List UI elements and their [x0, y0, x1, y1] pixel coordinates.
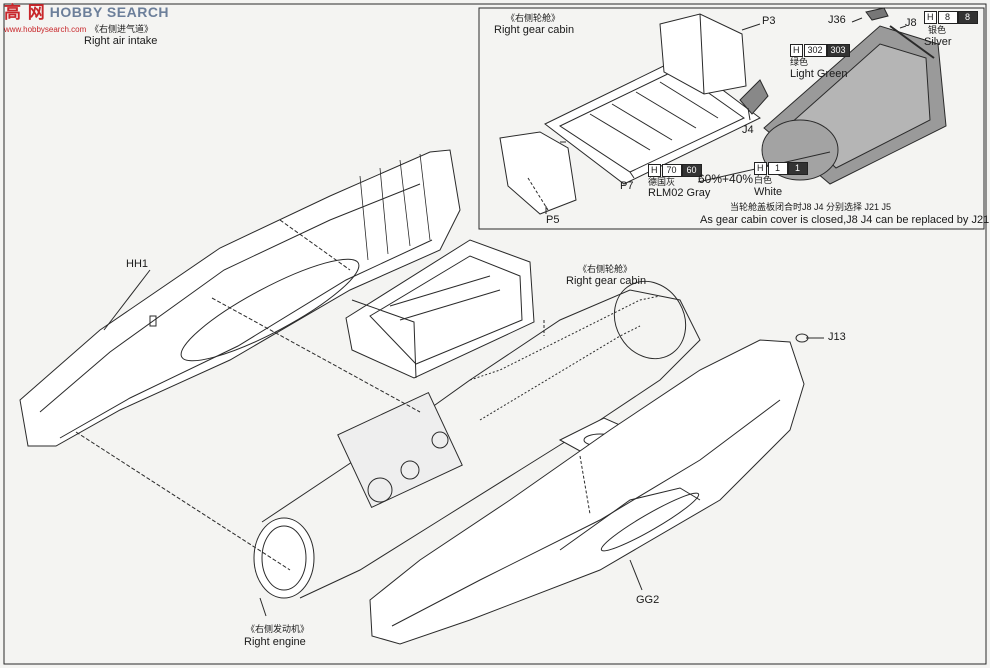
label-hh1: HH1: [126, 258, 149, 270]
label-p7: P7: [620, 180, 634, 192]
intake-caption-en: Right air intake: [84, 35, 158, 47]
rod-j8: [889, 25, 935, 59]
fuselage-gg2: [369, 339, 805, 645]
note-en: As gear cabin cover is closed,J8 J4 can …: [700, 214, 990, 226]
page-border: [3, 3, 987, 665]
inset-box: [478, 7, 985, 230]
silver-cn: 银色: [928, 25, 947, 35]
light-green-en: Light Green: [790, 68, 848, 80]
paint-code-white: H 1 1: [754, 162, 808, 175]
label-p5: P5: [546, 214, 560, 226]
watermark-logo: 高 网: [4, 3, 46, 22]
note-cn: 当轮舱盖板闭合时J8 J4 分别选择 J21 J5: [730, 202, 892, 212]
intake-caption-cn: 《右侧进气道》: [90, 24, 154, 34]
gray-en: RLM02 Gray: [648, 187, 711, 199]
hook-j36: [865, 7, 889, 21]
label-j13: J13: [828, 331, 846, 343]
label-gg2: GG2: [636, 594, 660, 606]
gear-inset-caption-en: Right gear cabin: [494, 24, 575, 36]
gray-cn: 德国灰: [648, 177, 676, 187]
gear-main-caption-cn: 《右侧轮舱》: [578, 264, 633, 274]
paint-mix: 60%+40%: [698, 172, 754, 186]
watermark-brand: HOBBY SEARCH: [49, 4, 170, 20]
engine-caption-cn: 《右侧发动机》: [246, 624, 310, 634]
paint-code-light-green: H 302 303: [790, 44, 850, 57]
air-intake-hh1: [19, 149, 461, 447]
watermark: 高 网 HOBBY SEARCH: [4, 4, 169, 22]
engine-caption-en: Right engine: [244, 636, 306, 648]
engine: [253, 280, 701, 599]
label-p3: P3: [762, 15, 776, 27]
silver-en: Silver: [924, 36, 952, 48]
white-en: White: [754, 186, 783, 198]
gear-main-caption-en: Right gear cabin: [566, 275, 647, 287]
cover-p5: [499, 131, 577, 215]
gear-cabin-box: [345, 239, 535, 379]
light-green-cn: 绿色: [790, 57, 809, 67]
paint-code-silver: H 8 8: [924, 11, 978, 24]
watermark-url: www.hobbysearch.com: [4, 25, 87, 34]
label-j36: J36: [828, 14, 846, 26]
label-j8: J8: [905, 17, 917, 29]
label-j4: J4: [742, 124, 754, 136]
white-cn: 白色: [754, 175, 773, 185]
paint-code-gray: H 70 60: [648, 164, 702, 177]
gear-inset-caption-cn: 《右侧轮舱》: [506, 13, 561, 23]
